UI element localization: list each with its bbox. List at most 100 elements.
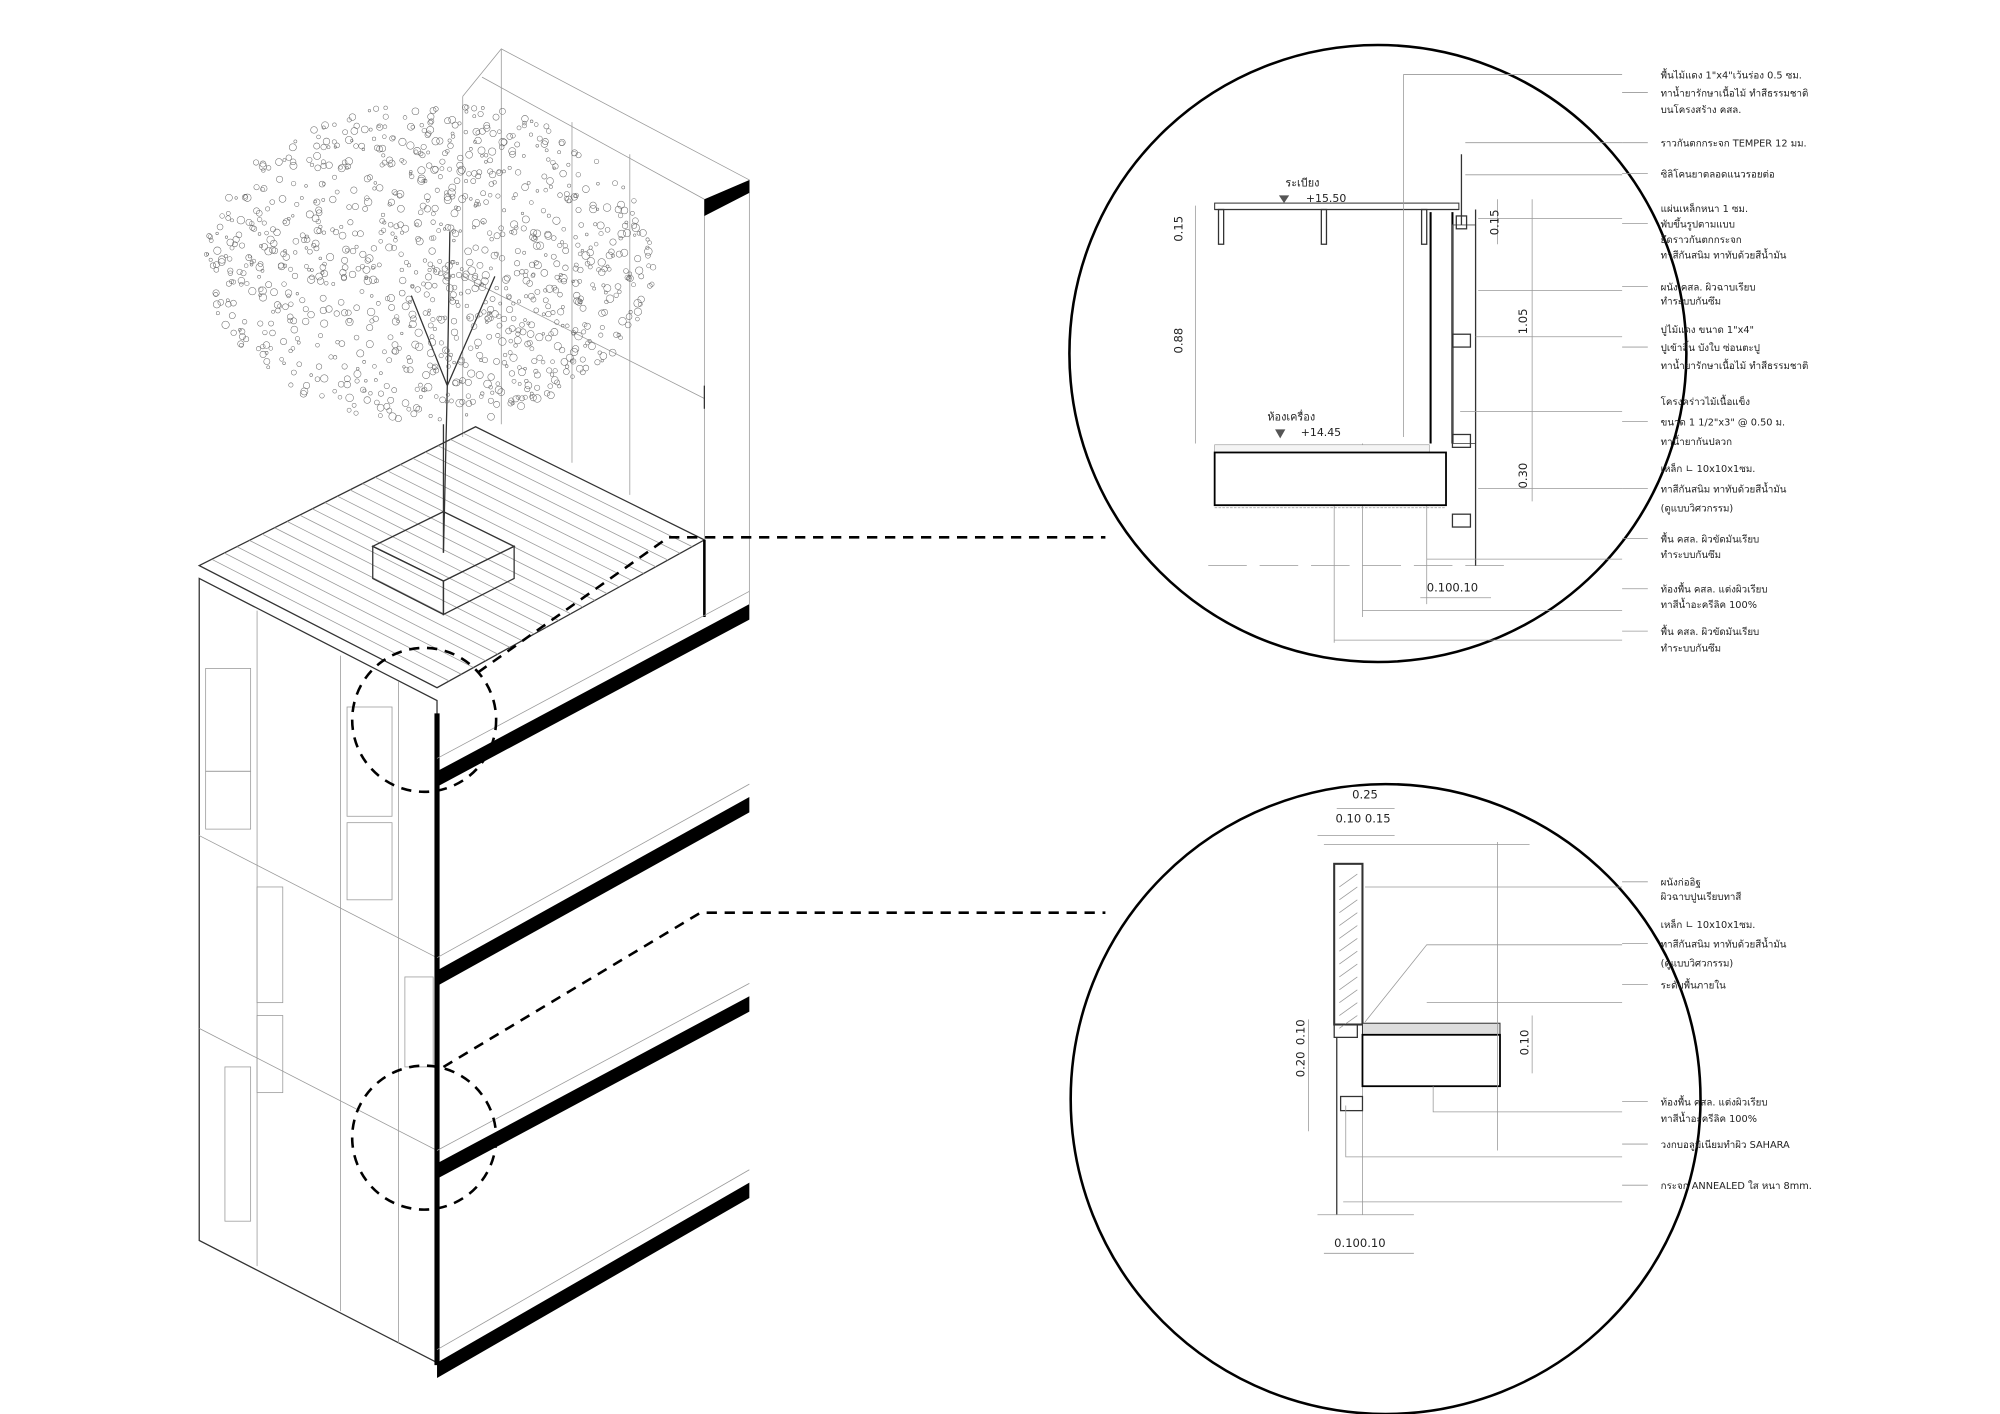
tree-leaf	[528, 292, 535, 300]
tree-leaf	[257, 274, 261, 279]
tree-leaf	[631, 198, 637, 204]
tree-leaf	[512, 395, 520, 403]
tree-leaf	[534, 384, 541, 391]
tree-leaf	[468, 345, 474, 351]
tree-leaf	[577, 295, 584, 302]
tree-leaf	[467, 316, 471, 320]
tree-leaf	[543, 390, 551, 397]
tree-leaf	[282, 158, 287, 162]
tree-leaf	[350, 139, 354, 143]
tree-leaf	[438, 340, 444, 346]
tree-leaf	[447, 138, 452, 143]
tree-leaf	[492, 113, 500, 121]
wall-hatch	[1339, 1002, 1358, 1016]
tree-leaf	[630, 210, 635, 216]
tree-leaf	[451, 121, 459, 129]
tree-leaf	[258, 286, 264, 292]
tree-leaf	[607, 267, 612, 272]
tree-leaf	[624, 220, 629, 225]
tree-leaf	[413, 404, 421, 412]
tree-leaf	[570, 193, 578, 201]
tree-leaf	[535, 333, 544, 342]
tree-leaf	[410, 315, 417, 322]
tree-leaf	[426, 162, 433, 169]
tree-leaf	[382, 113, 389, 120]
tree-leaf	[451, 284, 458, 291]
tree-leaf	[475, 345, 479, 349]
tree-leaf	[452, 378, 461, 387]
tree-leaf	[345, 136, 353, 144]
tree-leaf	[547, 383, 553, 389]
tree-leaf	[402, 115, 408, 120]
tree-leaf	[273, 301, 282, 309]
tree-leaf	[450, 291, 457, 299]
slab-top	[704, 179, 750, 216]
tree-leaf	[487, 192, 493, 198]
tree-leaf	[307, 248, 313, 255]
tree-leaf	[213, 261, 220, 269]
tree-leaf	[572, 327, 579, 333]
tree-leaf	[279, 357, 284, 362]
tree-leaf	[484, 153, 489, 158]
tree-leaf	[502, 275, 510, 284]
tree-leaf	[342, 129, 348, 135]
tree-leaf	[318, 256, 322, 261]
tree-leaf	[504, 286, 509, 291]
tree-leaf	[559, 274, 568, 283]
tree-leaf	[353, 334, 360, 341]
tree-leaf	[290, 317, 298, 325]
annotation-line: ซิลิโคนยาตลอดแนวรอยต่อ	[1661, 168, 1775, 180]
tree-leaf	[465, 151, 473, 159]
tree-leaf	[431, 204, 439, 212]
tree-leaf	[357, 230, 364, 238]
tree-leaf	[432, 327, 437, 331]
tree-leaf	[424, 281, 433, 290]
tree-leaf	[270, 226, 276, 233]
tree-leaf	[618, 236, 623, 241]
tree-leaf	[235, 231, 243, 239]
tree-leaf	[387, 294, 395, 302]
tree-leaf	[579, 369, 586, 376]
tree-leaf	[569, 358, 575, 364]
tree-leaf	[388, 412, 397, 421]
tree-leaf	[266, 165, 272, 171]
tree-leaf	[628, 275, 632, 279]
tree-leaf	[565, 353, 574, 362]
tree-leaf	[417, 150, 424, 157]
wall-hatch	[1339, 912, 1358, 926]
tree-leaf	[452, 360, 456, 365]
tree-leaf	[320, 319, 329, 328]
tree-leaf	[275, 158, 283, 166]
tree-leaf	[320, 374, 329, 383]
detail-bottom: 0.25 0.10 0.15 0.10 0.20 0.10 0.100.10	[1069, 782, 1702, 1414]
tree-leaf	[485, 320, 489, 324]
tree-leaf	[576, 364, 584, 373]
tree-leaf	[562, 264, 569, 271]
tree-leaf	[243, 193, 252, 202]
annotation-line: วงกบอลูมิเนียมทำผิว SAHARA	[1661, 1139, 1790, 1151]
tree-leaf	[238, 328, 242, 332]
tree-leaf	[529, 119, 534, 124]
tree-leaf	[288, 301, 294, 307]
tree-leaf	[299, 232, 306, 239]
tree-leaf	[465, 288, 471, 295]
tree-leaf	[554, 319, 560, 325]
tree-leaf	[471, 105, 478, 112]
tree-leaf	[557, 291, 563, 298]
tree-leaf	[573, 262, 579, 268]
tree-leaf	[552, 216, 561, 225]
wall-hatch	[1339, 1015, 1358, 1029]
dim-top-beam: 0.30	[1516, 463, 1530, 489]
tree-leaf	[598, 309, 606, 317]
annotation-line: ยึดราวกันตกกระจก	[1660, 235, 1741, 246]
tree-leaf	[256, 346, 261, 352]
tree-leaf	[626, 274, 634, 282]
tree-leaf	[597, 258, 606, 267]
annotation: ผนังก่ออิฐผิวฉาบปูนเรียบทาสี	[1660, 878, 1741, 903]
tree-leaf	[524, 381, 533, 390]
tree-leaf	[464, 378, 472, 386]
tree-leaf	[472, 114, 477, 119]
tree-leaf	[645, 252, 651, 259]
tree-leaf	[522, 394, 528, 400]
